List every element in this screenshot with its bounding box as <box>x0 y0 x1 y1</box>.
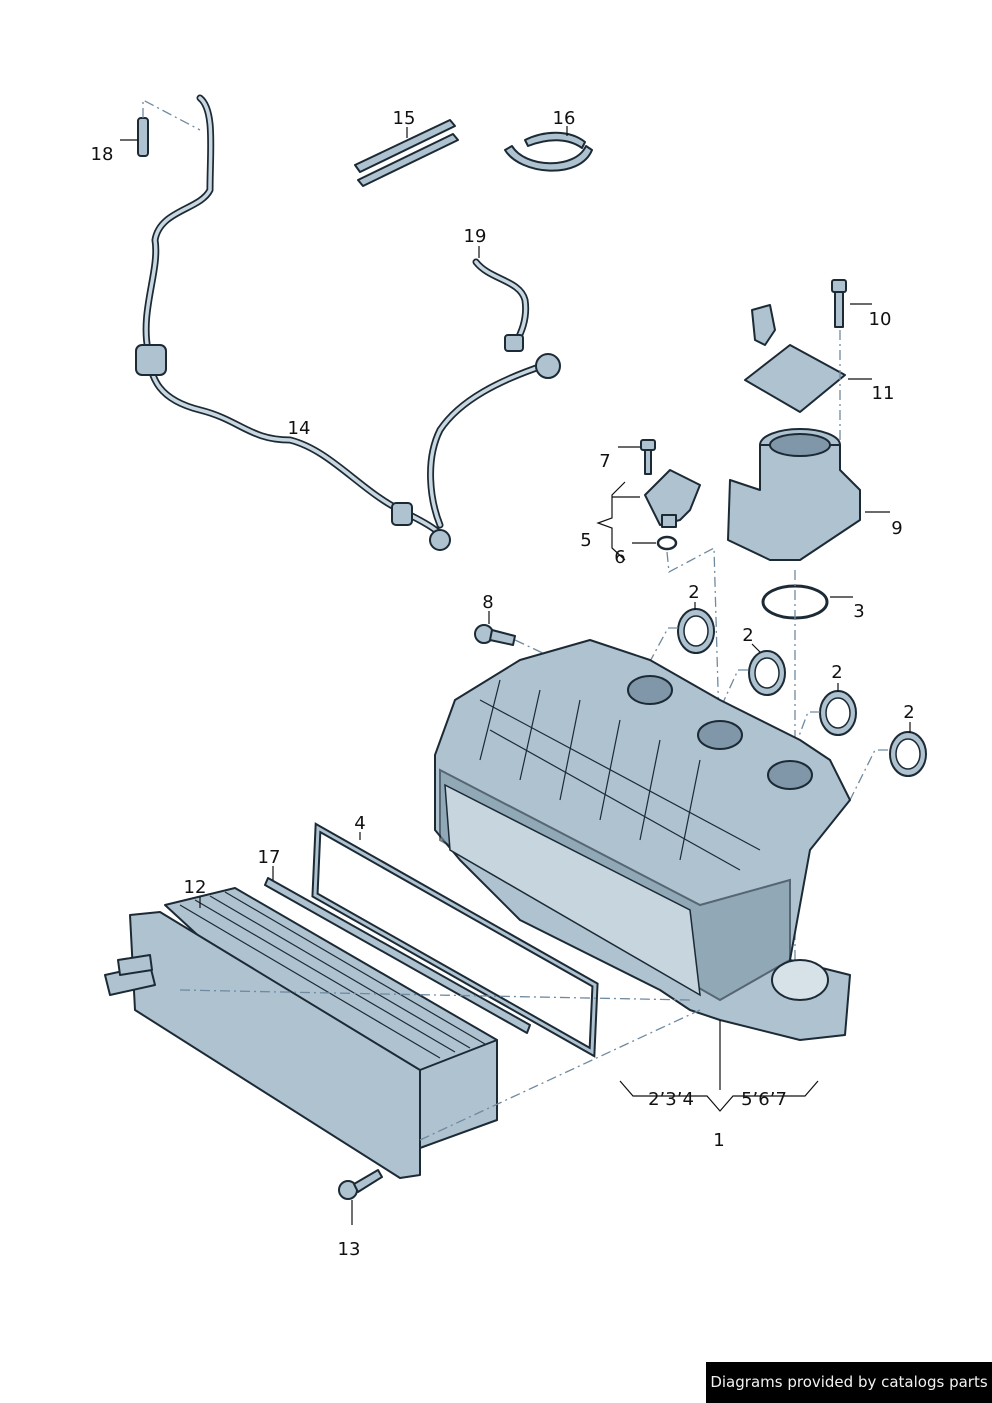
callout-18: 18 <box>91 144 114 165</box>
part-9-throttle-body <box>727 428 890 561</box>
brace-label-right: 5’6’7 <box>741 1089 787 1110</box>
callout-7: 7 <box>599 451 610 472</box>
callout-2: 2 <box>688 582 699 603</box>
callout-4: 4 <box>354 813 365 834</box>
callout-14: 14 <box>288 418 311 439</box>
callout-16: 16 <box>553 108 576 129</box>
brace-label-left: 2’3’4 <box>648 1089 694 1110</box>
callout-3: 3 <box>853 601 864 622</box>
part-1-intake-manifold <box>434 639 851 1090</box>
part-12-intercooler <box>104 887 701 1179</box>
callout-13: 13 <box>338 1239 361 1260</box>
part-14-vacuum-hose <box>135 94 561 551</box>
callout-15: 15 <box>393 108 416 129</box>
part-4-gasket <box>311 822 599 1058</box>
callout-10: 10 <box>869 309 892 330</box>
part-15-cable-ties <box>354 119 459 187</box>
credit-banner: Diagrams provided by catalogs parts <box>706 1362 992 1403</box>
part-16-hose-clamp <box>504 126 593 172</box>
callout-5: 5 <box>580 530 591 551</box>
callout-1: 1 <box>713 1130 724 1151</box>
part-13-bolt <box>338 1169 383 1225</box>
callout-2: 2 <box>903 702 914 723</box>
callout-17: 17 <box>258 847 281 868</box>
callout-6: 6 <box>614 547 625 568</box>
part-11-bracket <box>744 304 872 460</box>
callout-12: 12 <box>184 877 207 898</box>
callout-9: 9 <box>891 518 902 539</box>
callout-11: 11 <box>872 383 895 404</box>
part-2-seals <box>639 602 927 801</box>
part-6-seal-ring <box>632 535 723 831</box>
callout-8: 8 <box>482 592 493 613</box>
callout-19: 19 <box>464 226 487 247</box>
callout-2: 2 <box>831 662 842 683</box>
assembly-brace <box>619 1080 819 1112</box>
callout-2: 2 <box>742 625 753 646</box>
part-10-bolt <box>831 279 872 328</box>
part-19-hose <box>472 246 530 352</box>
part-7-screw <box>618 439 656 475</box>
part-18-connector <box>120 98 201 157</box>
part-5-sensor <box>596 469 701 561</box>
part-17-seal-strip <box>264 866 531 1034</box>
